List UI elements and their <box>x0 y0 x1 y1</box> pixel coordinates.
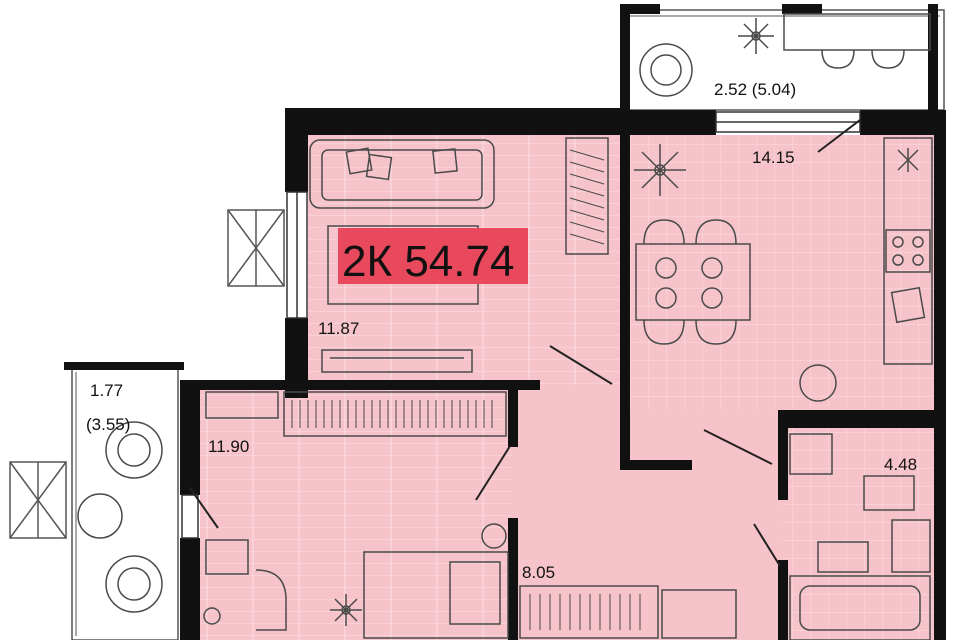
furniture <box>77 13 933 640</box>
plant-bedroom <box>330 594 362 626</box>
door-mat <box>661 589 737 639</box>
washing-machine <box>789 433 833 475</box>
hallway-shoe-rack <box>519 585 659 639</box>
dining-table <box>635 219 751 345</box>
washbasin <box>891 519 931 573</box>
windows <box>181 111 861 539</box>
area-labels: 11.87 14.15 11.90 8.05 4.48 2.52 (5.04) … <box>86 80 917 582</box>
bed <box>363 551 509 639</box>
balcony-chair <box>639 43 693 97</box>
bathtub <box>789 575 931 640</box>
apartment-badge: 2К 54.74 <box>338 228 528 286</box>
ceiling-fan <box>897 148 919 172</box>
books-shelf <box>205 391 279 419</box>
bedroom-lamp <box>481 523 507 549</box>
apartment-badge-text: 2К 54.74 <box>342 237 514 286</box>
area-loggia-left-1: 1.77 <box>90 381 123 400</box>
tv-stand <box>321 349 473 373</box>
sofa <box>309 139 495 209</box>
loggia-left <box>71 367 179 640</box>
kitchen-counter <box>883 137 933 365</box>
desk-chair <box>255 569 287 631</box>
loggia-chair-2 <box>105 555 163 613</box>
fridge-mark <box>799 364 837 402</box>
door-bathroom <box>753 523 781 567</box>
door-living <box>549 345 613 385</box>
radiator-living <box>565 137 609 255</box>
area-bedroom: 11.90 <box>208 437 249 456</box>
walls <box>64 4 946 640</box>
area-bathroom: 4.48 <box>884 455 917 474</box>
door-balcony <box>817 119 861 153</box>
bedroom-plant-small <box>203 607 221 625</box>
stove <box>885 229 931 273</box>
apartment-badge-bg <box>338 228 528 284</box>
balcony-table <box>783 13 931 51</box>
ac-units <box>9 209 285 539</box>
window-bedroom <box>181 494 199 539</box>
hallway-floor <box>512 385 782 640</box>
room-fills <box>200 135 934 640</box>
plant-kitchen <box>634 144 686 196</box>
door-loggia <box>189 487 219 529</box>
area-living-room: 11.87 <box>318 319 359 338</box>
loggia-table <box>77 493 123 539</box>
area-balcony-top: 2.52 (5.04) <box>714 80 796 99</box>
door-bedroom <box>475 445 511 501</box>
sink <box>890 286 926 324</box>
door-kitchen <box>703 429 773 465</box>
plant-balcony <box>738 18 774 54</box>
doors <box>189 119 861 567</box>
toilet <box>863 475 915 511</box>
area-loggia-left-2: (3.55) <box>86 415 130 434</box>
area-kitchen: 14.15 <box>752 148 795 167</box>
bedroom-radiator <box>283 391 507 437</box>
loggia-chair-1 <box>105 421 163 479</box>
bath-mat <box>817 541 869 573</box>
area-hallway: 8.05 <box>522 563 555 582</box>
desk <box>205 539 249 575</box>
